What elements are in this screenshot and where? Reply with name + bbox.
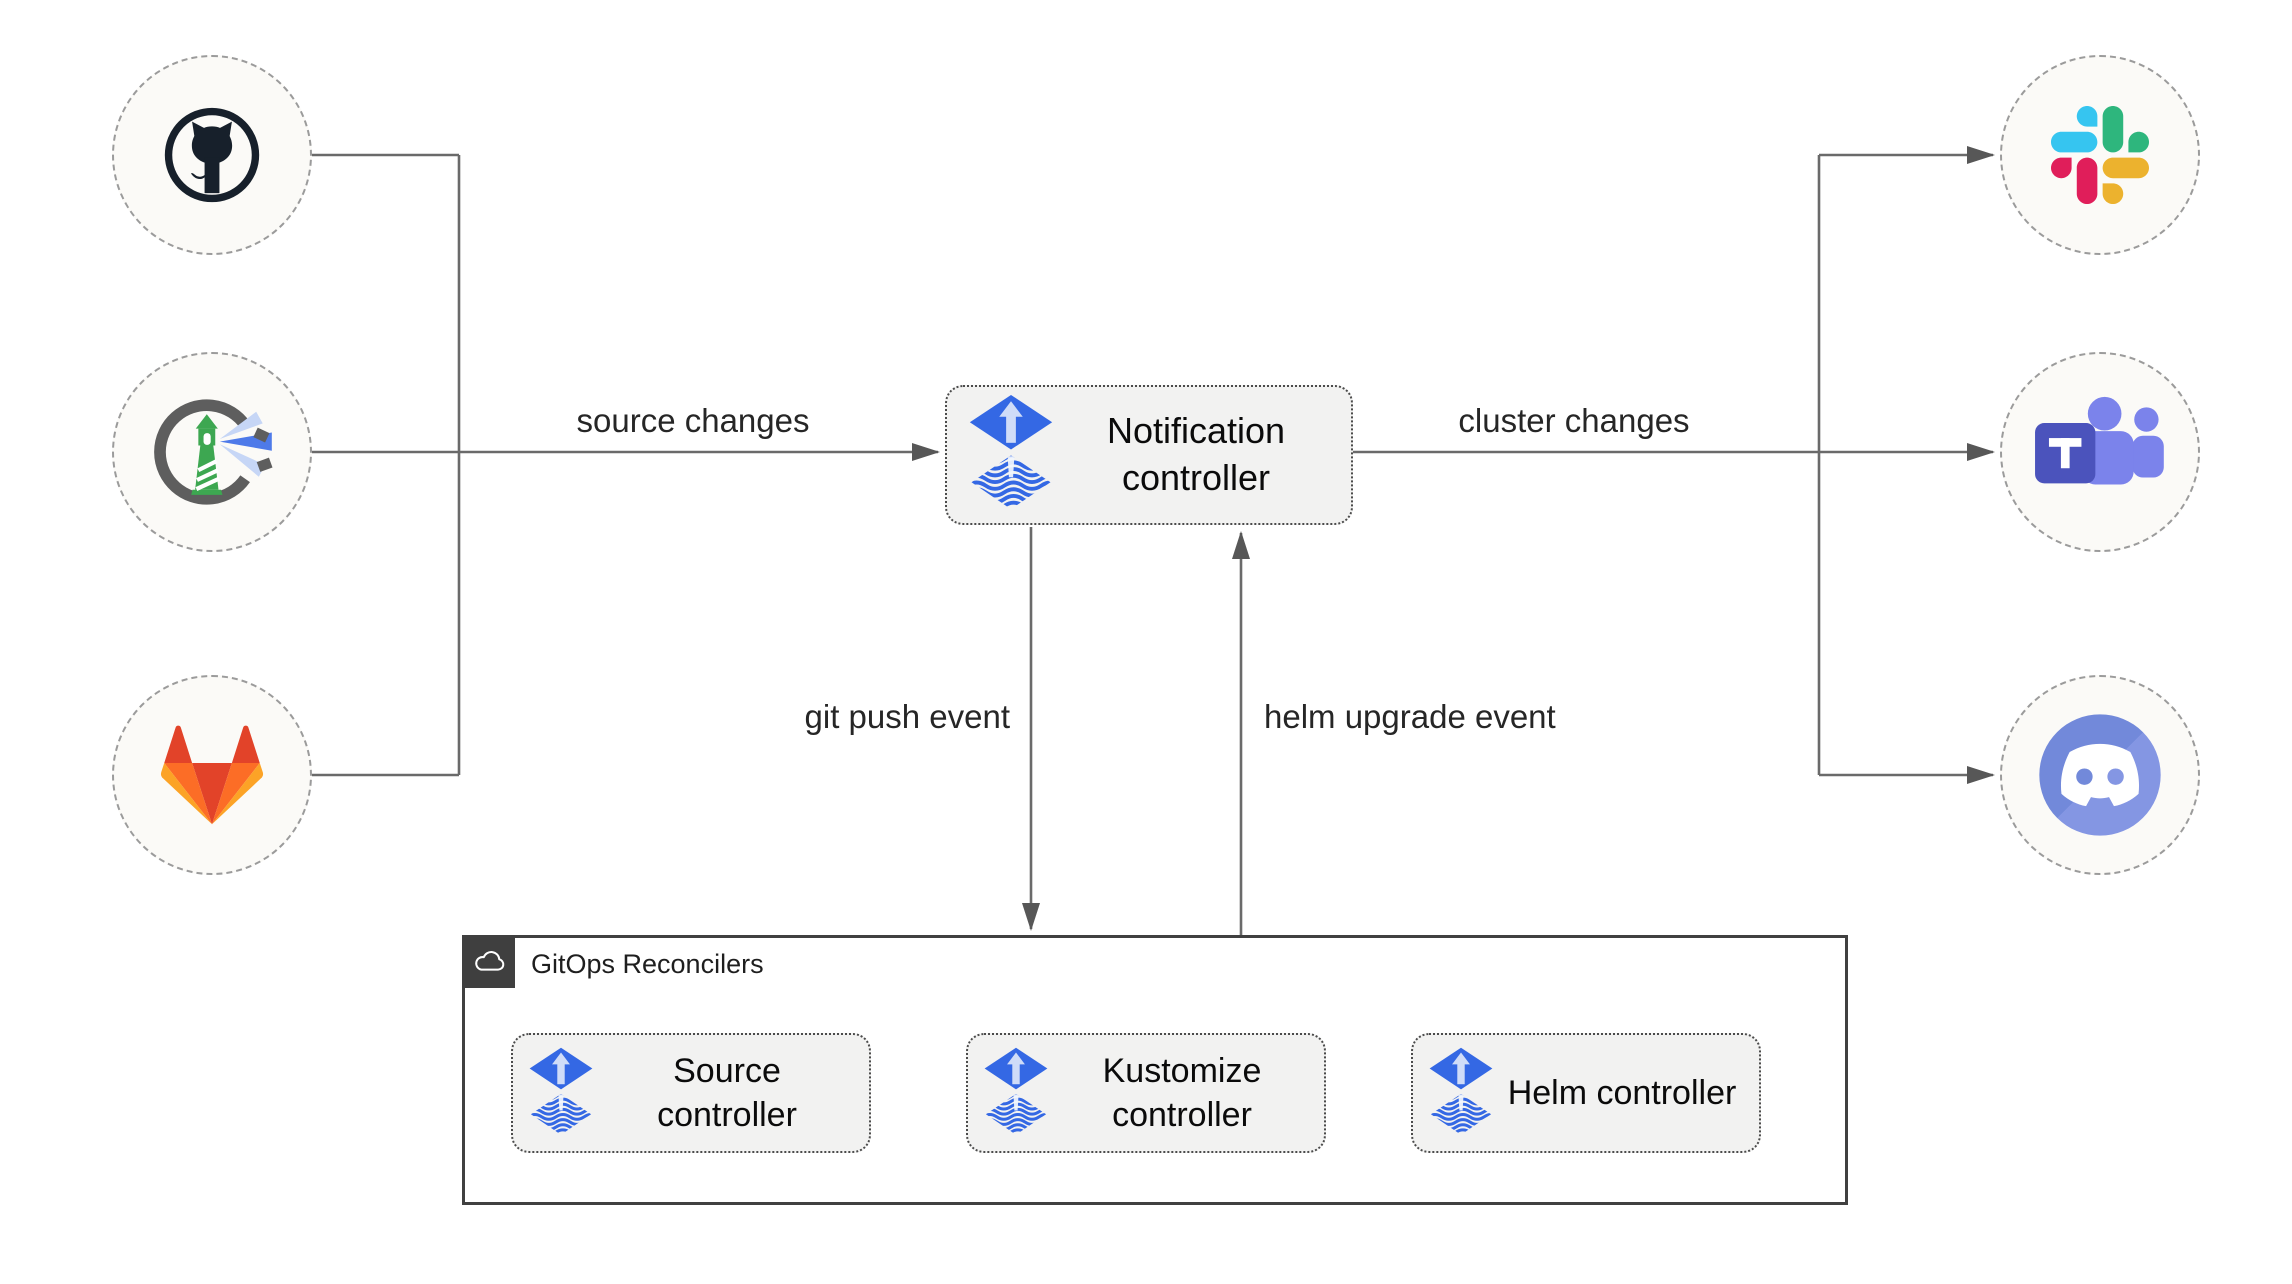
source-controller-box: Source controller	[511, 1033, 871, 1153]
node-gitlab	[112, 675, 312, 875]
kustomize-controller-box: Kustomize controller	[966, 1033, 1326, 1153]
flux-icon	[1429, 1047, 1493, 1140]
node-harbor	[112, 352, 312, 552]
node-discord	[2000, 675, 2200, 875]
kustomize-controller-label: Kustomize controller	[1102, 1051, 1262, 1134]
flux-icon	[984, 1047, 1048, 1140]
edge-label-git-push-event: git push event	[804, 698, 1010, 735]
edge-label-source-changes: source changes	[576, 402, 810, 439]
helm-controller-label: Helm controller	[1507, 1073, 1737, 1112]
node-github	[112, 55, 312, 255]
harbor-icon	[154, 399, 273, 505]
teams-icon	[2035, 396, 2164, 485]
notification-controller-box: Notification controller	[945, 385, 1353, 525]
flux-icon	[529, 1047, 593, 1140]
container-badge	[462, 935, 515, 988]
flux-icon	[969, 394, 1053, 516]
edge-label-helm-upgrade-event: helm upgrade event	[1264, 698, 1556, 735]
source-controller-label: Source controller	[657, 1051, 797, 1134]
github-icon	[164, 107, 260, 203]
container-title: GitOps Reconcilers	[531, 949, 764, 979]
node-slack	[2000, 55, 2200, 255]
node-teams	[2000, 352, 2200, 552]
discord-icon	[2039, 714, 2161, 836]
slack-icon	[2051, 106, 2149, 204]
notification-controller-label: Notification controller	[1106, 410, 1286, 498]
cloud-icon	[474, 950, 504, 971]
gitops-reconcilers-container: GitOps Reconcilers Source controller Kus…	[462, 935, 1848, 1205]
edge-label-cluster-changes: cluster changes	[1458, 402, 1690, 439]
helm-controller-box: Helm controller	[1411, 1033, 1761, 1153]
gitlab-icon	[160, 725, 264, 825]
